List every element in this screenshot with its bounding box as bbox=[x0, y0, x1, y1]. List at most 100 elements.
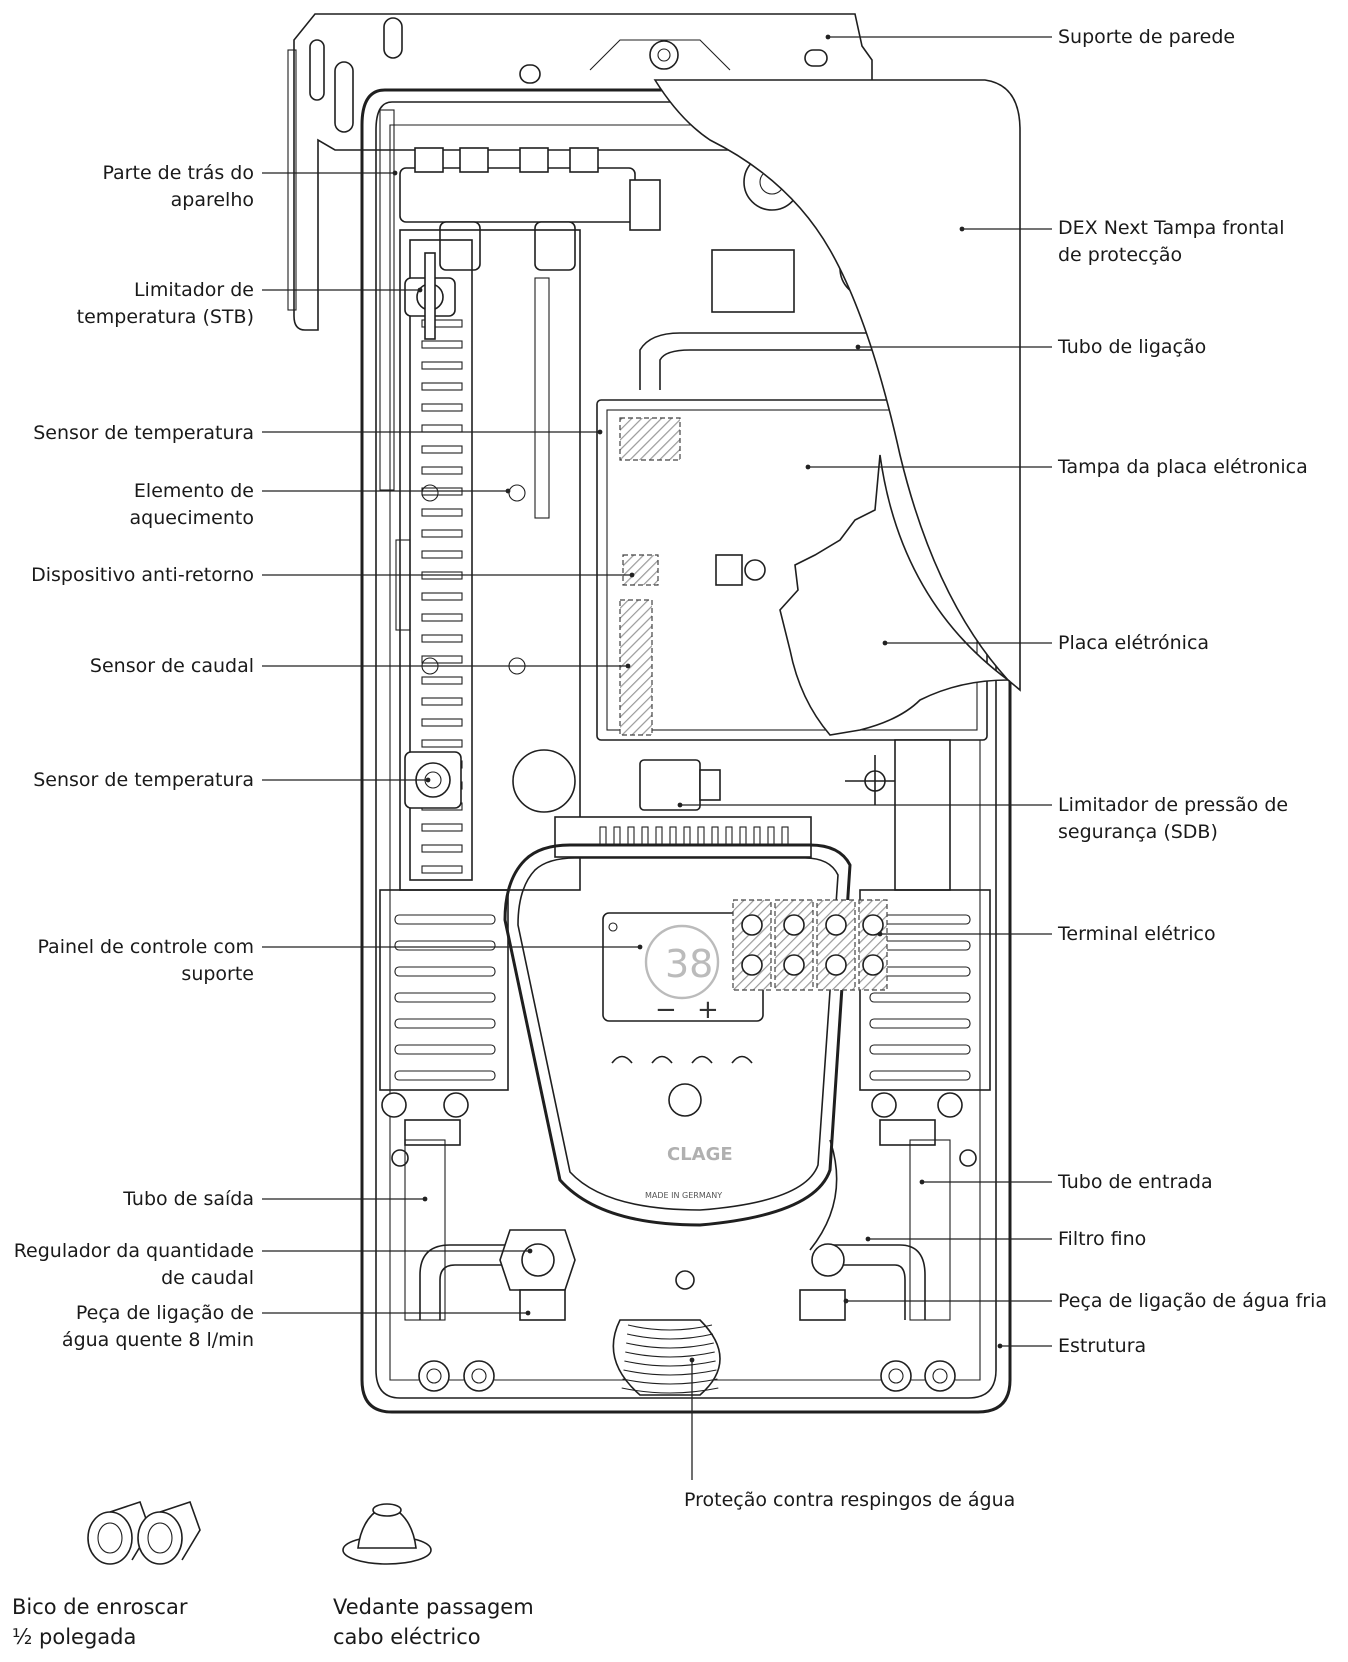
louver-slot bbox=[394, 1070, 496, 1081]
leader-dot bbox=[855, 344, 861, 350]
heater-rib bbox=[421, 655, 463, 664]
leader-dot bbox=[677, 802, 683, 808]
heater-rib bbox=[421, 592, 463, 601]
sdb-limiter bbox=[639, 739, 951, 891]
louver-slot bbox=[869, 1044, 971, 1055]
label-cold-water-connection: Peça de ligação de água fria bbox=[1058, 1290, 1328, 1312]
leader-dot bbox=[882, 640, 888, 646]
leader-dot bbox=[527, 1248, 533, 1254]
terminal-screw bbox=[825, 914, 847, 936]
label-hot-water-connection: Peça de ligação de água quente 8 l/min bbox=[61, 1302, 254, 1351]
louver-slot bbox=[869, 1018, 971, 1029]
front-cover bbox=[653, 79, 1021, 736]
label-frame: Estrutura bbox=[1058, 1335, 1147, 1357]
louver-slot bbox=[394, 992, 496, 1003]
leader-dot bbox=[629, 572, 635, 578]
heater-rib bbox=[421, 613, 463, 622]
terminal-screw bbox=[741, 954, 763, 976]
terminal-screw bbox=[862, 914, 884, 936]
inlet-pipe-bottom bbox=[799, 1243, 926, 1321]
label-temperature-sensor-lower: Sensor de temperatura bbox=[33, 769, 254, 791]
leader-dot bbox=[625, 663, 631, 669]
heater-rib bbox=[421, 508, 463, 517]
louver-slot bbox=[394, 1044, 496, 1055]
label-splash-protection: Proteção contra respingos de água bbox=[684, 1489, 1016, 1511]
lower-fittings bbox=[381, 1092, 977, 1321]
label-connecting-pipe: Tubo de ligação bbox=[1058, 336, 1207, 358]
louver-slot bbox=[394, 940, 496, 951]
leader-dot bbox=[689, 1357, 695, 1363]
terminal-screw bbox=[741, 914, 763, 936]
leader-dot bbox=[805, 464, 811, 470]
heater-rib bbox=[421, 676, 463, 685]
louver-slot bbox=[869, 992, 971, 1003]
label-rear-of-device: Parte de trás do aparelho bbox=[102, 162, 254, 211]
leader-dot bbox=[505, 488, 511, 494]
heater-rib bbox=[421, 445, 463, 454]
leader-dot bbox=[877, 931, 883, 937]
heater-rib bbox=[421, 361, 463, 370]
label-outlet-pipe: Tubo de saída bbox=[123, 1188, 254, 1210]
label-heating-element: Elemento de aquecimento bbox=[129, 480, 254, 529]
louvers bbox=[379, 889, 991, 1091]
label-inlet-pipe: Tubo de entrada bbox=[1058, 1171, 1213, 1193]
top-manifold bbox=[399, 147, 661, 271]
label-non-return-device: Dispositivo anti-retorno bbox=[31, 564, 254, 586]
hose-ring bbox=[627, 1324, 713, 1331]
label-pcb-cover: Tampa da placa elétronica bbox=[1058, 456, 1308, 478]
heater-rib bbox=[421, 340, 463, 349]
hose-ring bbox=[625, 1351, 715, 1358]
heater-rib bbox=[421, 382, 463, 391]
leader-dot bbox=[637, 944, 643, 950]
heater-rib bbox=[421, 865, 463, 874]
control-panel-housing bbox=[503, 843, 852, 1227]
label-wall-bracket: Suporte de parede bbox=[1058, 26, 1236, 48]
hose-ring bbox=[622, 1378, 718, 1385]
terminal-screw bbox=[783, 954, 805, 976]
terminal-screw bbox=[862, 954, 884, 976]
hose-ring bbox=[626, 1333, 714, 1340]
terminal-screw bbox=[783, 914, 805, 936]
connector-strip bbox=[554, 816, 812, 858]
heater-rib bbox=[421, 718, 463, 727]
label-temperature-sensor-upper: Sensor de temperatura bbox=[33, 422, 254, 444]
heating-column bbox=[395, 229, 581, 891]
label-electrical-terminal: Terminal elétrico bbox=[1058, 923, 1216, 945]
heater-rib bbox=[421, 844, 463, 853]
leader-dot bbox=[525, 1310, 531, 1316]
heater-rib bbox=[421, 424, 463, 433]
louver-slot bbox=[394, 914, 496, 925]
leader-lines bbox=[262, 34, 1052, 1480]
label-stb-limiter: Limitador de temperatura (STB) bbox=[76, 279, 254, 328]
louver-slot bbox=[394, 966, 496, 977]
leader-dot bbox=[825, 34, 831, 40]
panel-chevrons bbox=[611, 1055, 753, 1117]
leader-dot bbox=[425, 777, 431, 783]
hose-ring bbox=[621, 1387, 719, 1394]
nipple-drawing bbox=[87, 1500, 201, 1565]
label-grommet: Vedante passagem cabo eléctrico bbox=[333, 1595, 534, 1649]
heater-rib bbox=[421, 403, 463, 412]
leader-dot bbox=[392, 170, 398, 176]
leader-dot bbox=[422, 1196, 428, 1202]
label-pcb: Placa elétrónica bbox=[1058, 632, 1210, 654]
splash-protection bbox=[612, 1139, 838, 1396]
label-fine-filter: Filtro fino bbox=[1058, 1228, 1147, 1250]
wall-bracket bbox=[287, 13, 873, 331]
heater-rib bbox=[421, 739, 463, 748]
label-front-cover: DEX Next Tampa frontal de protecção bbox=[1058, 217, 1285, 266]
heater-rib bbox=[421, 823, 463, 832]
heater-rib bbox=[421, 319, 463, 328]
heater-rib bbox=[421, 697, 463, 706]
hose-ring bbox=[626, 1342, 714, 1349]
leader-dot bbox=[919, 1179, 925, 1185]
bottom-screws bbox=[418, 1360, 956, 1392]
leader-dot bbox=[417, 287, 423, 293]
outlet-pipe-bottom bbox=[419, 1229, 576, 1321]
label-flow-regulator: Regulador da quantidade de caudal bbox=[13, 1240, 254, 1289]
label-sdb-limiter: Limitador de pressão de segurança (SDB) bbox=[1058, 794, 1289, 843]
heater-rib bbox=[421, 466, 463, 475]
leader-dot bbox=[997, 1343, 1003, 1349]
